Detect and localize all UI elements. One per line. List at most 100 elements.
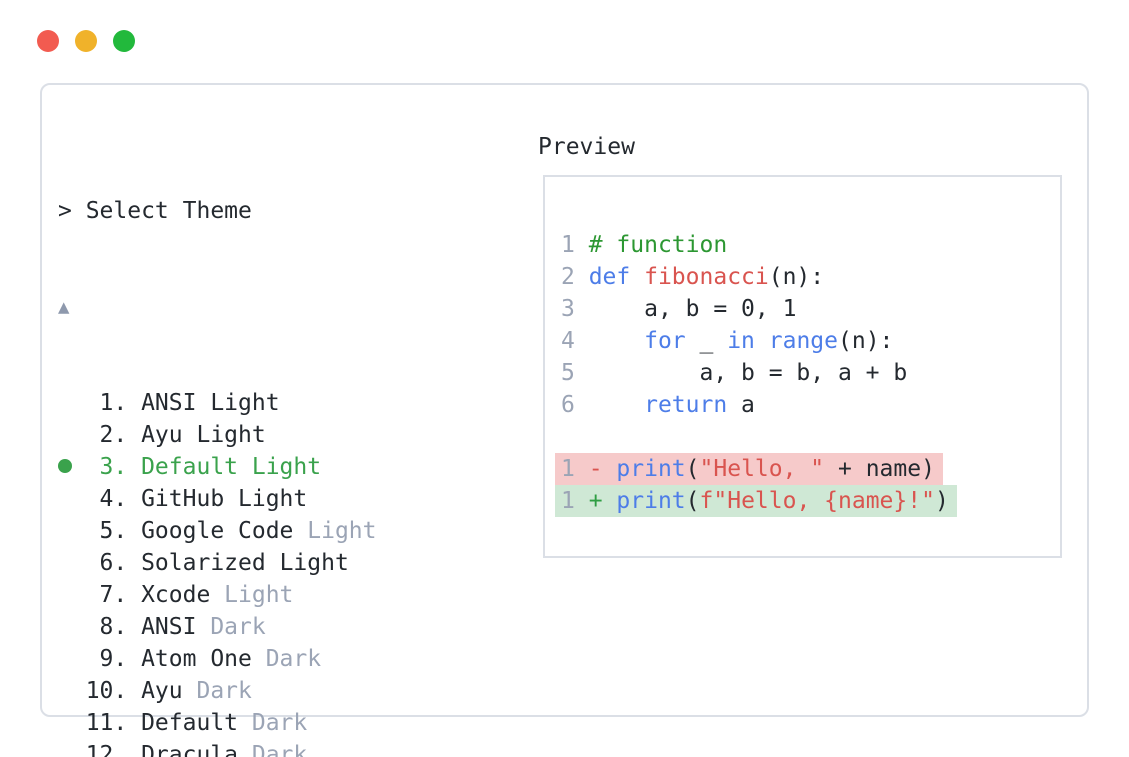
theme-item-name: Ayu xyxy=(141,678,197,704)
theme-item-variant: Dark xyxy=(251,710,308,736)
code-line-8: 1 - print("Hello, " + name) xyxy=(555,453,1060,485)
code-token: 3 xyxy=(561,296,589,322)
theme-item-name: Google Code xyxy=(141,518,308,544)
code-token: return xyxy=(644,392,728,418)
code-line-2: 2 def fibonacci(n): xyxy=(561,261,1060,293)
code-token: + name) xyxy=(824,456,935,482)
code-token: ( xyxy=(685,488,700,514)
window-controls xyxy=(37,30,135,52)
code-token: in xyxy=(727,328,755,354)
theme-item-12[interactable]: 12. Dracula Dark xyxy=(58,739,875,757)
code-token: "Hello, " xyxy=(699,456,825,482)
code-line-1: 1 # function xyxy=(561,229,1060,261)
code-token xyxy=(603,456,617,482)
code-token: ( xyxy=(685,456,700,482)
theme-item-8[interactable]: 8. ANSI Dark xyxy=(58,611,875,643)
theme-item-name: ANSI xyxy=(141,614,211,640)
code-token: - xyxy=(588,456,603,482)
scroll-up-icon[interactable]: ▲ xyxy=(58,296,70,318)
theme-item-name: Xcode xyxy=(141,582,225,608)
code-line-4: 4 for _ in range(n): xyxy=(561,325,1060,357)
theme-item-variant: Light xyxy=(307,518,377,544)
theme-item-number: 12. xyxy=(85,742,128,757)
code-token: a, b = b, a + b xyxy=(588,360,908,386)
code-token: 1 xyxy=(561,232,589,258)
theme-item-number: 1. xyxy=(99,390,128,416)
theme-item-name: ANSI xyxy=(141,390,211,416)
theme-item-10[interactable]: 10. Ayu Dark xyxy=(58,675,875,707)
theme-item-number: 7. xyxy=(99,582,128,608)
code-token: fibonacci xyxy=(644,264,769,290)
code-token: f"Hello, {name}!" xyxy=(699,488,935,514)
theme-item-number: 8. xyxy=(99,614,128,640)
theme-item-name: Default xyxy=(141,710,252,736)
code-token xyxy=(603,488,617,514)
code-token xyxy=(589,328,644,354)
theme-item-variant: Dark xyxy=(196,678,252,704)
theme-item-variant: Dark xyxy=(251,742,308,757)
theme-item-variant: Dark xyxy=(265,646,322,672)
code-token: ) xyxy=(934,488,949,514)
theme-item-number: 6. xyxy=(99,550,128,576)
theme-item-2[interactable]: 2. Ayu Light xyxy=(58,419,875,451)
theme-item-variant: Light xyxy=(210,390,280,416)
theme-item-name: Atom One xyxy=(141,646,266,672)
select-theme-prompt: > Select Theme xyxy=(58,198,252,224)
zoom-button-icon[interactable] xyxy=(113,30,135,52)
code-token xyxy=(630,264,644,290)
code-token: + xyxy=(588,488,603,514)
theme-item-name: Default xyxy=(141,454,252,480)
theme-item-variant: Light xyxy=(251,454,322,480)
theme-item-name: Dracula xyxy=(141,742,252,757)
theme-item-6[interactable]: 6. Solarized Light xyxy=(58,547,875,579)
code-token: _ xyxy=(685,328,728,354)
selected-dot-icon xyxy=(58,459,72,473)
theme-item-variant: Light xyxy=(196,422,266,448)
code-token: a xyxy=(727,392,755,418)
theme-item-5[interactable]: 5. Google Code Light xyxy=(58,515,875,547)
theme-item-name: Solarized xyxy=(141,550,280,576)
selected-dot xyxy=(58,451,86,483)
code-token: 4 xyxy=(561,328,589,354)
theme-item-number: 10. xyxy=(85,678,128,704)
theme-item-7[interactable]: 7. Xcode Light xyxy=(58,579,875,611)
theme-item-name: Ayu xyxy=(141,422,197,448)
theme-item-1[interactable]: 1. ANSI Light xyxy=(58,387,875,419)
code-token: print xyxy=(616,488,686,514)
theme-item-variant: Light xyxy=(238,486,308,512)
close-button-icon[interactable] xyxy=(37,30,59,52)
code-token: 2 xyxy=(561,264,589,290)
theme-item-number: 4. xyxy=(99,486,128,512)
theme-item-9[interactable]: 9. Atom One Dark xyxy=(58,643,875,675)
code-line-7 xyxy=(561,421,1060,453)
preview-title: Preview xyxy=(538,134,635,160)
code-line-9: 1 + print(f"Hello, {name}!") xyxy=(555,485,1060,517)
theme-item-number: 2. xyxy=(99,422,128,448)
diff-added-line: 1 + print(f"Hello, {name}!") xyxy=(555,485,957,517)
code-line-3: 3 a, b = 0, 1 xyxy=(561,293,1060,325)
code-token: 1 xyxy=(561,456,589,482)
theme-item-11[interactable]: 11. Default Dark xyxy=(58,707,875,739)
code-token: for xyxy=(644,328,686,354)
diff-removed-line: 1 - print("Hello, " + name) xyxy=(555,453,943,485)
code-token: print xyxy=(616,456,686,482)
code-token: (n): xyxy=(838,328,894,354)
code-token: # function xyxy=(588,232,728,258)
code-token xyxy=(589,392,644,418)
minimize-button-icon[interactable] xyxy=(75,30,97,52)
code-token: a, b = 0, 1 xyxy=(588,296,797,322)
theme-item-name: GitHub xyxy=(141,486,239,512)
code-token xyxy=(755,328,769,354)
theme-item-number: 5. xyxy=(99,518,128,544)
theme-item-variant: Light xyxy=(224,582,294,608)
theme-item-3[interactable]: 3. Default Light xyxy=(58,451,875,483)
code-line-6: 6 return a xyxy=(561,389,1060,421)
theme-item-number: 3. xyxy=(99,454,128,480)
theme-item-4[interactable]: 4. GitHub Light xyxy=(58,483,875,515)
theme-item-number: 11. xyxy=(85,710,128,736)
